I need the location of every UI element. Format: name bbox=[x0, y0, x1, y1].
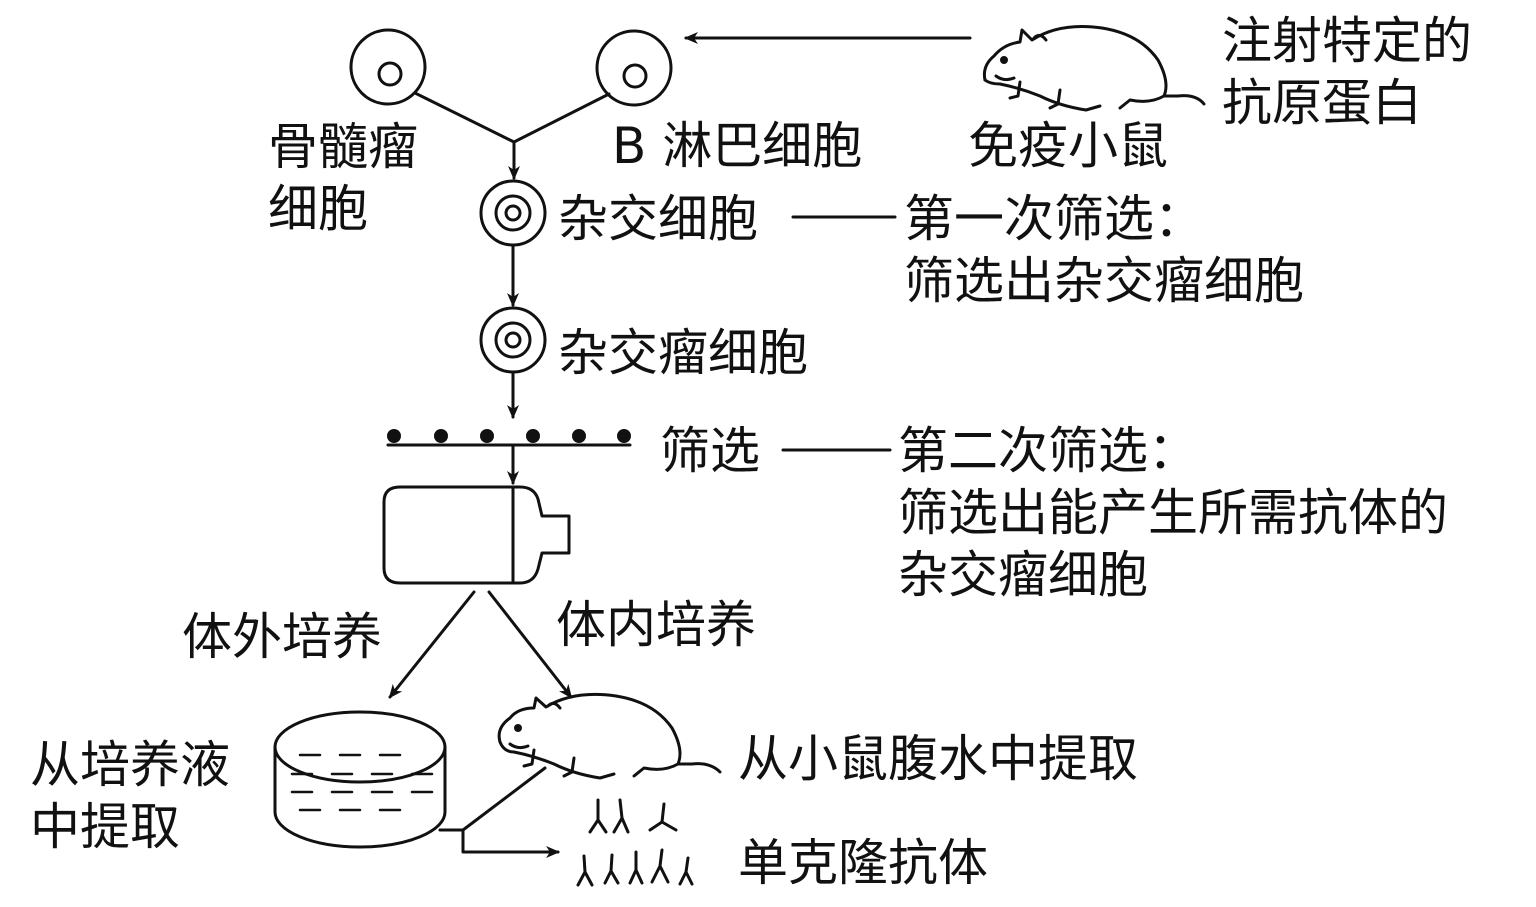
myeloma-cell-icon bbox=[349, 28, 427, 106]
culture-flask-icon bbox=[382, 485, 571, 585]
ascites-mouse-icon bbox=[497, 692, 722, 780]
extract-from-ascites-label: 从小鼠腹水中提取 bbox=[738, 730, 1138, 788]
line-mouse-to-antibody bbox=[461, 766, 547, 832]
petri-dish-icon bbox=[273, 710, 447, 849]
extract-from-medium-label: 从培养液 中提取 bbox=[30, 736, 230, 856]
b-lymphocyte-label: B 淋巴细胞 bbox=[612, 117, 863, 175]
myeloma-cell-label: 骨髓瘤 细胞 bbox=[268, 118, 418, 238]
in-vitro-culture-label: 体外培养 bbox=[182, 608, 382, 666]
immune-mouse-icon bbox=[982, 25, 1206, 112]
in-vivo-culture-label: 体内培养 bbox=[556, 596, 756, 654]
hybrid-cell-icon bbox=[479, 179, 547, 247]
screening-plate-icon bbox=[386, 429, 632, 447]
hybridoma-cell-label: 杂交瘤细胞 bbox=[558, 324, 808, 382]
immune-mouse-label: 免疫小鼠 bbox=[968, 117, 1168, 175]
hybrid-cell-label: 杂交细胞 bbox=[558, 190, 758, 248]
monoclonal-antibody-label: 单克隆抗体 bbox=[738, 834, 988, 892]
b-lymphocyte-icon bbox=[595, 29, 673, 107]
arrow-to-antibody bbox=[438, 828, 560, 858]
arrow-in-vivo bbox=[487, 590, 573, 699]
first-screening-note: 第一次筛选： 筛选出杂交瘤细胞 bbox=[904, 190, 1304, 310]
hybridoma-cell-icon bbox=[479, 306, 547, 374]
antigen-injection-label: 注射特定的 抗原蛋白 bbox=[1222, 12, 1472, 132]
arrow-in-vitro bbox=[388, 590, 476, 699]
antibody-icon bbox=[576, 798, 694, 887]
fusion-lines bbox=[413, 91, 611, 144]
screening-label: 筛选 bbox=[660, 422, 760, 480]
second-screening-note: 第二次筛选： 筛选出能产生所需抗体的 杂交瘤细胞 bbox=[898, 422, 1448, 604]
